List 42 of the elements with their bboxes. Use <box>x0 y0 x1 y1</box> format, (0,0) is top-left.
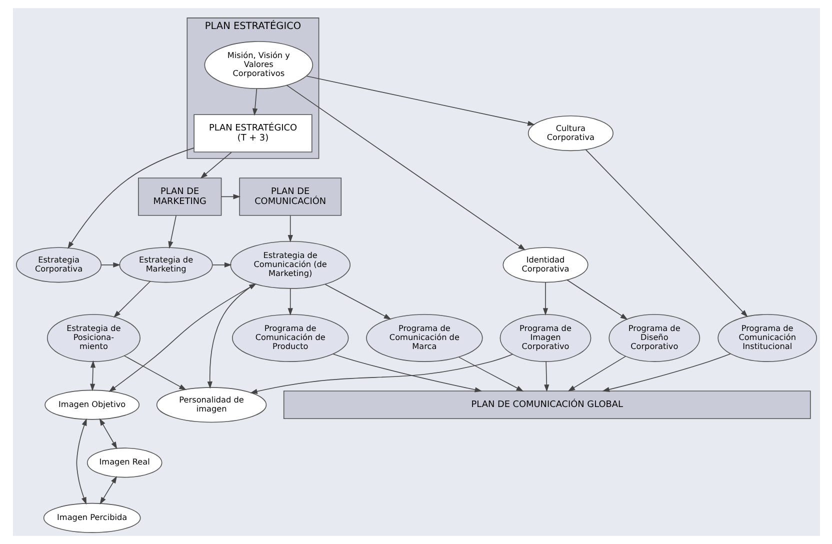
arrow <box>458 356 524 392</box>
node-ellipse: Estrategia Corporativa <box>15 247 102 283</box>
node-box: PLAN DE COMUNICACIÓN GLOBAL <box>282 390 810 420</box>
arrow <box>220 194 240 200</box>
arrow <box>112 280 150 318</box>
arrow <box>566 279 628 320</box>
arrow <box>287 215 292 242</box>
arrow <box>542 282 548 316</box>
arrow <box>287 288 292 316</box>
arrow <box>332 354 482 392</box>
node-ellipse: Misión, Visión y Valores Corporativos <box>204 41 313 89</box>
arrow <box>212 262 232 268</box>
node-ellipse: Estrategia de Marketing <box>118 247 212 283</box>
arrow <box>324 284 391 320</box>
arrow <box>200 152 232 179</box>
node-ellipse: Imagen Real <box>86 448 162 478</box>
arrow <box>286 84 526 250</box>
node-box: PLAN DE COMUNICACIÓN <box>238 178 342 216</box>
arrow <box>76 418 86 505</box>
node-ellipse: Programa de Comunicación Institucional <box>717 314 816 362</box>
arrow <box>90 360 96 392</box>
node-ellipse: Identidad Corporativa <box>502 247 588 283</box>
arrow <box>123 355 186 390</box>
arrow <box>168 215 176 249</box>
arrow <box>250 354 513 394</box>
node-box: PLAN DE MARKETING <box>138 178 222 216</box>
arrow <box>99 476 117 504</box>
arrow <box>252 88 258 116</box>
node-box: PLAN ESTRATÉGICO (T + 3) <box>193 114 312 152</box>
node-ellipse: Programa de Comunicación de Producto <box>231 314 348 362</box>
arrow <box>67 148 194 249</box>
arrow <box>602 354 730 392</box>
node-ellipse: Programa de Imagen Corporativo <box>499 314 591 362</box>
arrow <box>567 356 626 392</box>
node-ellipse: Estrategia de Posiciona- miento <box>46 314 140 362</box>
node-ellipse: Imagen Objetivo <box>44 390 140 420</box>
arrow <box>100 262 120 268</box>
node-ellipse: Imagen Percibida <box>42 502 140 533</box>
arrow <box>306 76 535 126</box>
arrow <box>544 361 549 392</box>
arrow <box>98 418 117 450</box>
arrow <box>584 149 748 318</box>
